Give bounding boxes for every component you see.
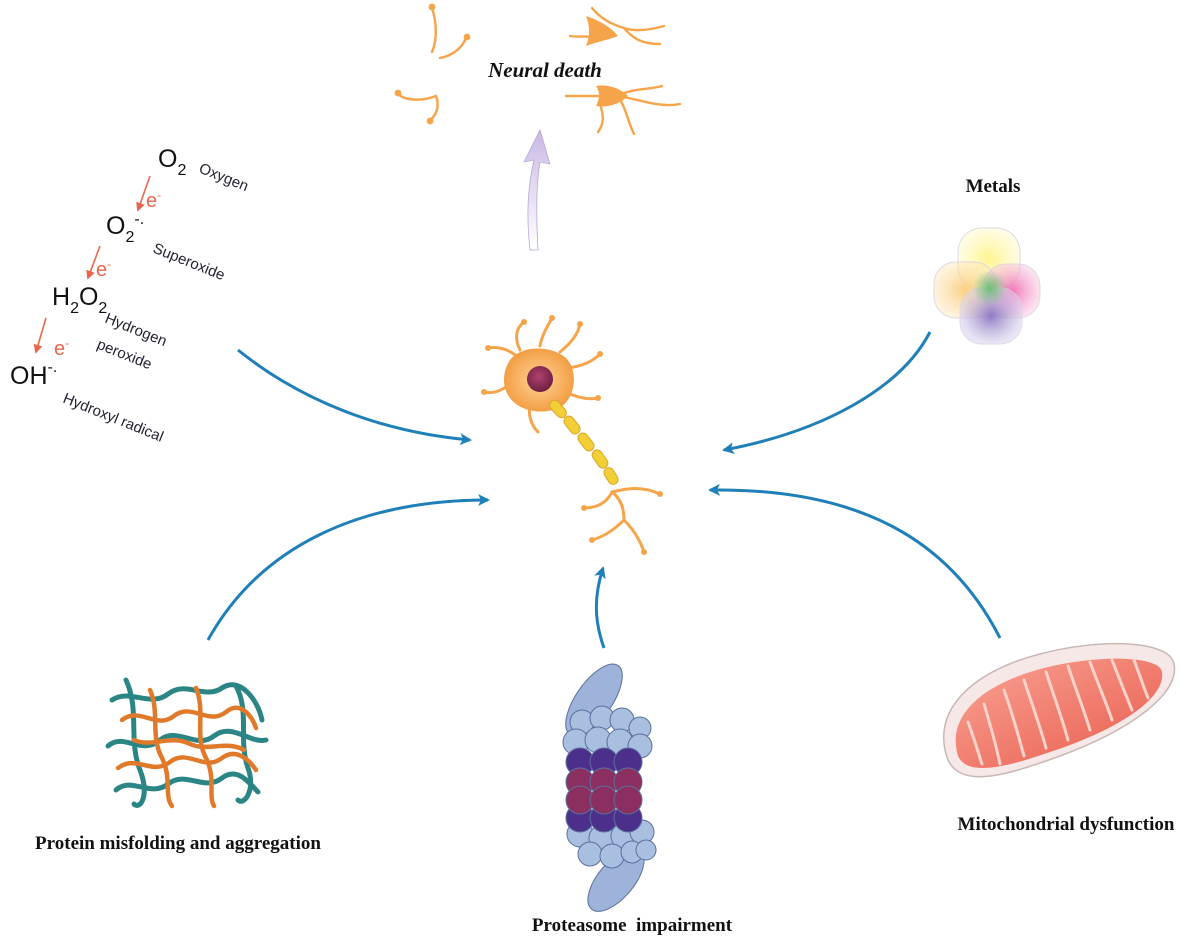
svg-text:e-: e- <box>54 336 69 360</box>
neural-death-label: Neural death <box>487 58 602 82</box>
ros-superoxide: O2-. Superoxide <box>106 211 227 284</box>
proteasome-label: Proteasome impairment <box>532 915 733 936</box>
arrow-protein-to-neuron <box>206 494 490 641</box>
arrow-ros-to-neuron <box>237 348 472 446</box>
protein-label: Protein misfolding and aggregation <box>35 833 321 854</box>
arrow-proteasome-to-neuron <box>594 566 606 649</box>
metals-label: Metals <box>966 176 1021 197</box>
ros-hydroxyl-radical: OH-. Hydroxyl radical <box>10 359 166 446</box>
svg-text:e-: e- <box>96 257 111 281</box>
neural-death-illustration <box>394 3 682 136</box>
svg-text:O2: O2 <box>158 145 186 179</box>
arrow-metals-to-neuron <box>722 331 932 455</box>
svg-text:O2-.: O2-. <box>106 211 144 246</box>
arrow-mitochondria-to-neuron <box>708 483 1002 639</box>
svg-text:OH-.: OH-. <box>10 359 57 390</box>
metals-illustration <box>933 227 1041 345</box>
svg-text:Superoxide: Superoxide <box>151 240 228 284</box>
svg-text:H2O2: H2O2 <box>52 283 107 317</box>
svg-text:Hydroxyl radical: Hydroxyl radical <box>61 390 166 446</box>
ros-cascade: O2 Oxygen e- O2-. Superoxide e- H2O2 Hyd… <box>10 145 251 446</box>
ros-hydrogen-peroxide: H2O2 Hydrogen peroxide <box>52 283 169 373</box>
svg-text:Oxygen: Oxygen <box>197 160 251 195</box>
neuron-illustration <box>481 315 663 555</box>
ros-oxygen: O2 Oxygen <box>158 145 251 195</box>
svg-text:e-: e- <box>146 188 161 212</box>
mitochondria-label: Mitochondrial dysfunction <box>958 814 1175 835</box>
proteasome-illustration <box>562 663 657 912</box>
protein-aggregate-illustration <box>105 677 269 809</box>
death-arrow <box>523 128 551 251</box>
mitochondrion-illustration <box>943 642 1176 778</box>
